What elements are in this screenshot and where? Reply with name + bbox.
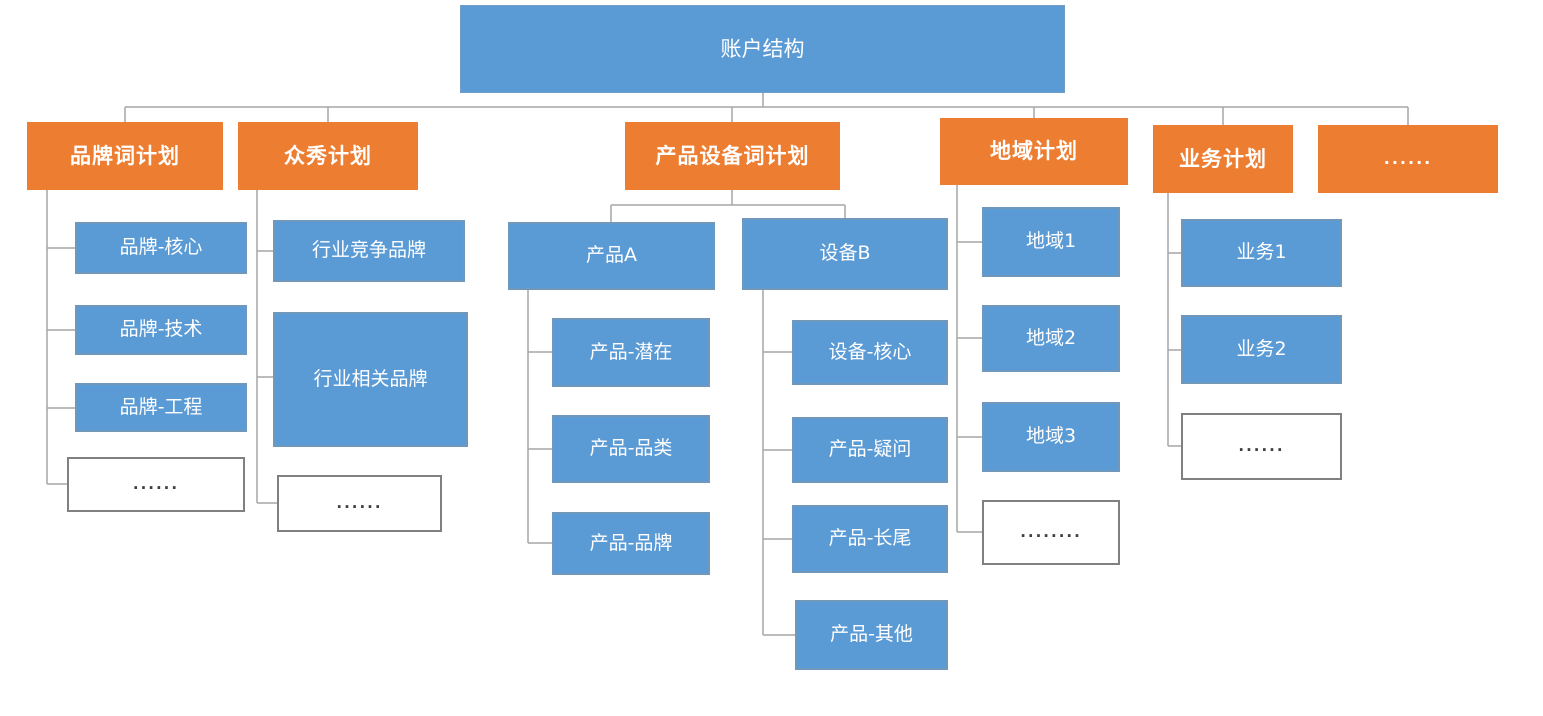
node-industry-competitor-brands: 行业竞争品牌: [273, 220, 465, 282]
node-plan-zhongxiu: 众秀计划: [238, 122, 418, 190]
node-business-1: 业务1: [1181, 219, 1342, 287]
node-product-category: 产品-品类: [552, 415, 710, 483]
node-brand-tech: 品牌-技术: [75, 305, 247, 355]
node-device-core: 设备-核心: [792, 320, 948, 385]
node-product-question: 产品-疑问: [792, 417, 948, 483]
node-plan-business: 业务计划: [1153, 125, 1293, 193]
node-business-2: 业务2: [1181, 315, 1342, 384]
node-product-potential: 产品-潜在: [552, 318, 710, 387]
node-product-brand: 产品-品牌: [552, 512, 710, 575]
node-plan-region: 地域计划: [940, 118, 1128, 185]
node-plan-product-device-words: 产品设备词计划: [625, 122, 840, 190]
node-device-b: 设备B: [742, 218, 948, 290]
node-business-more: ......: [1181, 413, 1342, 480]
node-region-1: 地域1: [982, 207, 1120, 277]
node-account-structure-root: 账户结构: [460, 5, 1065, 93]
node-product-other: 产品-其他: [795, 600, 948, 670]
node-brand-core: 品牌-核心: [75, 222, 247, 274]
node-region-3: 地域3: [982, 402, 1120, 472]
node-brand-engineering: 品牌-工程: [75, 383, 247, 432]
node-zhongxiu-more: ......: [277, 475, 442, 532]
node-industry-related-brands: 行业相关品牌: [273, 312, 468, 447]
node-brand-more: ......: [67, 457, 245, 512]
node-plan-more: ......: [1318, 125, 1498, 193]
node-plan-brand-words: 品牌词计划: [27, 122, 223, 190]
node-region-more: ........: [982, 500, 1120, 565]
node-product-longtail: 产品-长尾: [792, 505, 948, 573]
node-region-2: 地域2: [982, 305, 1120, 372]
node-product-a: 产品A: [508, 222, 715, 290]
